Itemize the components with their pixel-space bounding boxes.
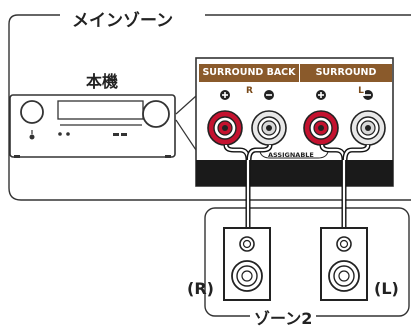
plus-icon bbox=[316, 90, 326, 100]
header-bar-surround-back-r bbox=[199, 64, 299, 82]
channel-badge-r: R bbox=[245, 85, 254, 96]
volume-knob-right bbox=[142, 100, 170, 128]
av-receiver-label: 本機 bbox=[86, 72, 119, 91]
terminal-header-surround-back-r: SURROUND BACK R bbox=[199, 64, 299, 96]
speaker-right bbox=[223, 227, 271, 301]
terminal-name: SURROUND BACK bbox=[202, 67, 296, 78]
volume-knob-left bbox=[20, 100, 44, 124]
main-zone-title: メインゾーン bbox=[66, 6, 180, 31]
terminal-name: SURROUND BACK bbox=[315, 67, 377, 96]
terminal-l-plus bbox=[303, 110, 339, 146]
channel-badge-l: L bbox=[357, 85, 365, 96]
speaker-left-label: (L) bbox=[374, 279, 399, 298]
terminal-r-plus bbox=[207, 110, 243, 146]
callout-line-bottom bbox=[175, 119, 197, 151]
zone2-title: ゾーン2 bbox=[250, 305, 317, 329]
plus-icon bbox=[220, 90, 230, 100]
speaker-terminal-panel bbox=[195, 57, 394, 187]
speaker-right-label: (R) bbox=[187, 279, 214, 298]
av-receiver bbox=[9, 94, 176, 158]
speaker-cables bbox=[223, 144, 371, 228]
speaker-left bbox=[320, 227, 368, 301]
panel-bottom-band bbox=[196, 160, 393, 186]
power-indicator bbox=[29, 134, 35, 140]
callout-line-top bbox=[175, 95, 197, 115]
minus-icon bbox=[264, 90, 274, 100]
assignable-label: ASSIGNABLE bbox=[268, 151, 314, 159]
header-bar-surround-back-l bbox=[300, 64, 392, 82]
minus-icon bbox=[363, 90, 373, 100]
terminal-r-minus bbox=[251, 110, 287, 146]
terminal-l-minus bbox=[350, 110, 386, 146]
main-zone-frame bbox=[8, 14, 411, 201]
assignable-bracket bbox=[259, 151, 329, 159]
